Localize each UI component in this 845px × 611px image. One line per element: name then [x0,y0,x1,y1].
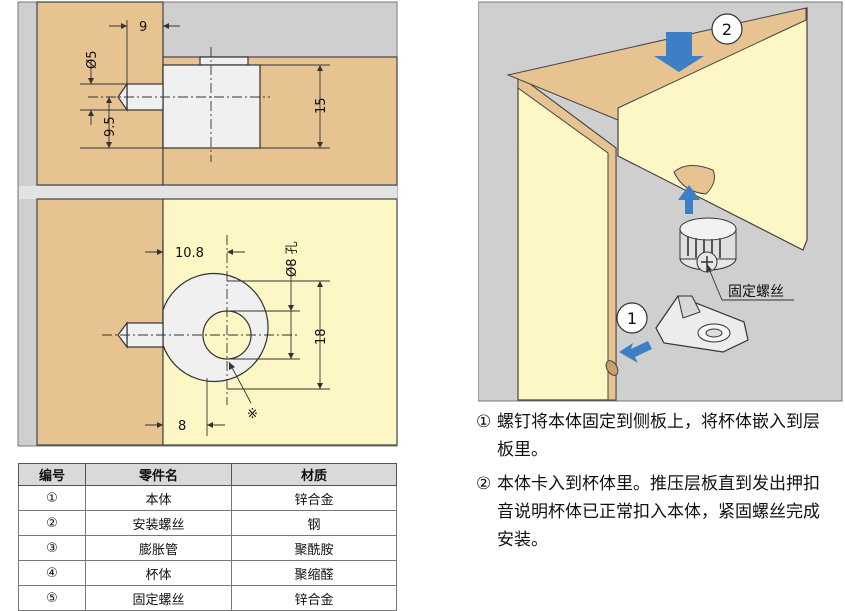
cell-part-name: 安装螺丝 [85,510,232,536]
side-panel-edge [517,74,617,401]
step-2-circle [711,13,743,45]
installation-notes: ① 螺钉将本体固定到侧板上，将杯体嵌入到层板里。 ② 本体卡入到杯体里。推压层板… [476,408,836,560]
dim-18: 18 [314,328,329,345]
arrow-down-icon [654,32,704,72]
assembly-illustration: 2 固定螺丝 1 [478,1,843,402]
dim-15: 15 [314,97,329,114]
cell-number: ② [18,510,86,536]
dim-phi5: Ø5 [85,50,100,69]
dimension-drawing: 9 Ø5 9.5 15 10.8 [17,1,398,447]
arrow-left-icon [619,341,652,363]
cup-housing [679,217,737,273]
cell-material: 锌合金 [231,485,397,511]
dim-9-5: 9.5 [103,116,118,137]
table-row: ③ 膨胀管 聚酰胺 [18,535,397,561]
cell-number: ④ [18,560,86,586]
body-top-view: 10.8 Ø8 孔 18 8 ※ [102,235,330,436]
body-side-view: 9 Ø5 9.5 15 [80,20,330,162]
callout-fixing-screw: 固定螺丝 [728,284,784,300]
cell-part-name: 膨胀管 [85,535,232,561]
cell-material: 钢 [231,510,397,536]
side-panel-bottom [36,198,164,446]
parts-table: 编号 零件名 材质 ① 本体 锌合金 ② 安装螺丝 钢 ③ 膨胀管 聚酰胺 ④ … [18,463,397,611]
mark-symbol: ※ [247,407,258,422]
note-number: ① [476,412,492,432]
step-1-circle [616,302,648,334]
arrow-up-icon [678,185,700,214]
dim-hole: Ø8 孔 [285,241,300,277]
header-material: 材质 [231,463,397,486]
table-row: ⑤ 固定螺丝 锌合金 [18,585,397,611]
cell-part-name: 固定螺丝 [85,585,232,611]
cell-number: ③ [18,535,86,561]
header-number: 编号 [18,463,86,486]
note-text: 本体卡入到杯体里。推压层板直到发出押扣音说明杯体已正常扣入本体，紧固螺丝完成安装… [497,474,820,550]
table-row: ② 安装螺丝 钢 [18,510,397,536]
note-number: ② [476,474,492,494]
step-2-label: 2 [722,20,732,39]
step-1-label: 1 [627,309,637,328]
shelf-hole [673,165,715,195]
panel-gap [19,186,397,199]
dim-8: 8 [178,419,186,434]
cell-part-name: 杯体 [85,560,232,586]
note-item: ① 螺钉将本体固定到侧板上，将杯体嵌入到层板里。 [476,408,836,464]
cell-number: ① [18,485,86,511]
table-row: ① 本体 锌合金 [18,485,397,511]
dim-10-8: 10.8 [175,246,204,261]
table-row: ④ 杯体 聚缩醛 [18,560,397,586]
cell-material: 聚缩醛 [231,560,397,586]
screw-hole [605,360,619,376]
dim-9: 9 [139,20,147,35]
cell-part-name: 本体 [85,485,232,511]
header-part-name: 零件名 [85,463,232,486]
note-text: 螺钉将本体固定到侧板上，将杯体嵌入到层板里。 [497,412,820,460]
cell-material: 锌合金 [231,585,397,611]
cell-material: 聚酰胺 [231,535,397,561]
cam-base [655,295,749,353]
note-item: ② 本体卡入到杯体里。推压层板直到发出押扣音说明杯体已正常扣入本体，紧固螺丝完成… [476,470,836,554]
table-header-row: 编号 零件名 材质 [18,463,397,486]
cell-number: ⑤ [18,585,86,611]
